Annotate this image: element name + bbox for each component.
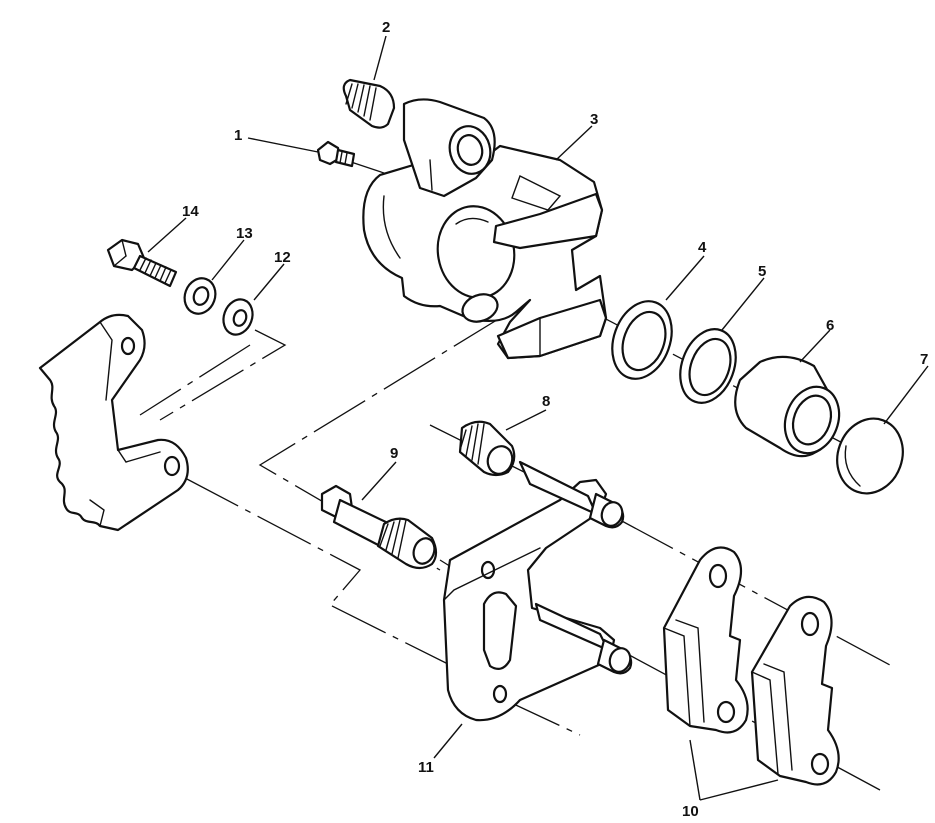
callout-2: 2 [382, 19, 390, 36]
callout-14: 14 [182, 203, 199, 220]
part-8-pin-boot [458, 420, 516, 477]
callout-9: 9 [390, 445, 398, 462]
callout-1: 1 [234, 127, 242, 144]
part-5-dust-seal [679, 328, 737, 404]
callout-3: 3 [590, 111, 598, 128]
callout-10: 10 [682, 803, 699, 820]
part-10-brake-pad-inner [662, 546, 749, 734]
part-11-caliper-bracket [442, 460, 633, 722]
callout-13: 13 [236, 225, 253, 242]
part-7-piston-boot [836, 417, 904, 495]
part-4-piston-seal [611, 300, 673, 380]
callout-5: 5 [758, 263, 766, 280]
part-10-brake-pad-outer [750, 595, 840, 786]
part-2-bleeder-cap [342, 78, 396, 129]
callout-12: 12 [274, 249, 291, 266]
mounting-knuckle-bracket [38, 313, 189, 532]
callout-6: 6 [826, 317, 834, 334]
part-14-mounting-bolt [106, 238, 178, 288]
part-6-piston [734, 355, 841, 458]
callout-7: 7 [920, 351, 928, 368]
part-9-slide-pin [320, 484, 438, 570]
callout-leaders [147, 35, 929, 801]
callout-4: 4 [698, 239, 707, 256]
part-12-flat-washer [222, 298, 254, 336]
callout-11: 11 [418, 759, 434, 776]
part-3-caliper-body [362, 98, 608, 360]
part-13-lock-washer [183, 277, 217, 315]
callout-labels: 1 2 3 4 5 6 7 8 9 10 11 12 13 14 [182, 19, 928, 820]
callout-8: 8 [542, 393, 550, 410]
part-1-bleeder-screw [316, 140, 356, 168]
